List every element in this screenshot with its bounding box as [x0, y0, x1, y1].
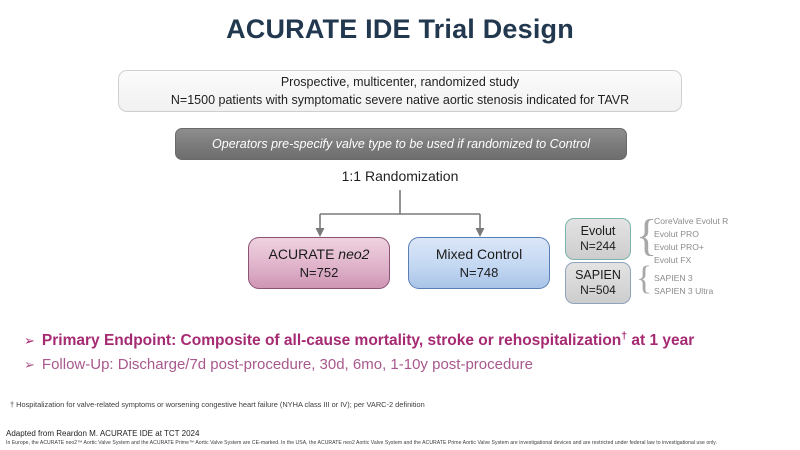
valve-label-evolut: Evolut: [580, 224, 616, 239]
brace-sapien-icon: {: [636, 260, 653, 297]
endpoints-list: ➢ Primary Endpoint: Composite of all-cau…: [24, 330, 784, 373]
valve-n-evolut: N=244: [580, 239, 616, 254]
randomization-connector-fork: [315, 190, 485, 237]
valve-type-item: CoreValve Evolut R: [654, 216, 729, 226]
primary-endpoint-suffix: at 1 year: [627, 332, 695, 350]
valve-box-evolut: Evolut N=244: [565, 218, 631, 260]
valve-type-item: SAPIEN 3: [654, 273, 693, 283]
valve-type-list-evolut: CoreValve Evolut R Evolut PRO Evolut PRO…: [654, 215, 728, 268]
valve-type-item: Evolut PRO+: [654, 242, 704, 253]
primary-endpoint-main: Primary Endpoint: Composite of all-cause…: [41, 332, 622, 350]
primary-endpoint-text: Primary Endpoint: Composite of all-cause…: [42, 330, 694, 350]
followup-text: Follow-Up: Discharge/7d post-procedure, …: [41, 356, 533, 374]
valve-type-item: Evolut PRO: [654, 229, 699, 240]
study-description-box: Prospective, multicenter, randomized stu…: [118, 70, 682, 112]
arm-box-mixed-control: Mixed Control N=748: [408, 237, 550, 289]
arm-label-acurate-neo2: ACURATE neo2: [269, 245, 370, 264]
randomization-label: 1:1 Randomization: [341, 168, 459, 184]
valve-type-list-sapien: SAPIEN 3 SAPIEN 3 Ultra: [654, 272, 713, 298]
source-attribution: Adapted from Reardon M. ACURATE IDE at T…: [6, 429, 200, 438]
footnote-dagger-definition: † Hospitalization for valve-related symp…: [10, 400, 425, 409]
study-description-line-1: Prospective, multicenter, randomized stu…: [280, 74, 520, 89]
primary-endpoint-dagger: †: [621, 330, 628, 342]
page-title: ACURATE IDE Trial Design: [226, 14, 574, 44]
arm-name-prefix: ACURATE: [268, 245, 339, 262]
valve-box-sapien: SAPIEN N=504: [565, 262, 631, 304]
arm-name-italic: neo2: [338, 245, 370, 262]
study-description-line-2: N=1500 patients with symptomatic severe …: [170, 93, 630, 107]
legal-disclaimer: In Europe, the ACURATE neo2™ Aortic Valv…: [6, 440, 717, 446]
valve-label-sapien: SAPIEN: [575, 268, 621, 283]
bullet-followup: ➢ Follow-Up: Discharge/7d post-procedure…: [24, 356, 784, 373]
valve-type-item: SAPIEN 3 Ultra: [654, 286, 714, 297]
bullet-arrow-icon: ➢: [24, 334, 35, 350]
operator-prespecify-bar: Operators pre-specify valve type to be u…: [175, 128, 627, 160]
brace-evolut-icon: {: [636, 211, 658, 260]
arm-box-acurate-neo2: ACURATE neo2 N=752: [248, 237, 390, 289]
bullet-arrow-icon: ➢: [24, 358, 35, 374]
valve-type-item: Evolut FX: [654, 255, 692, 266]
arm-label-mixed-control: Mixed Control: [435, 245, 523, 262]
arm-n-mixed-control: N=748: [459, 264, 499, 280]
bullet-primary-endpoint: ➢ Primary Endpoint: Composite of all-cau…: [24, 330, 784, 350]
valve-n-sapien: N=504: [580, 283, 616, 298]
arm-n-acurate-neo2: N=752: [299, 264, 339, 280]
